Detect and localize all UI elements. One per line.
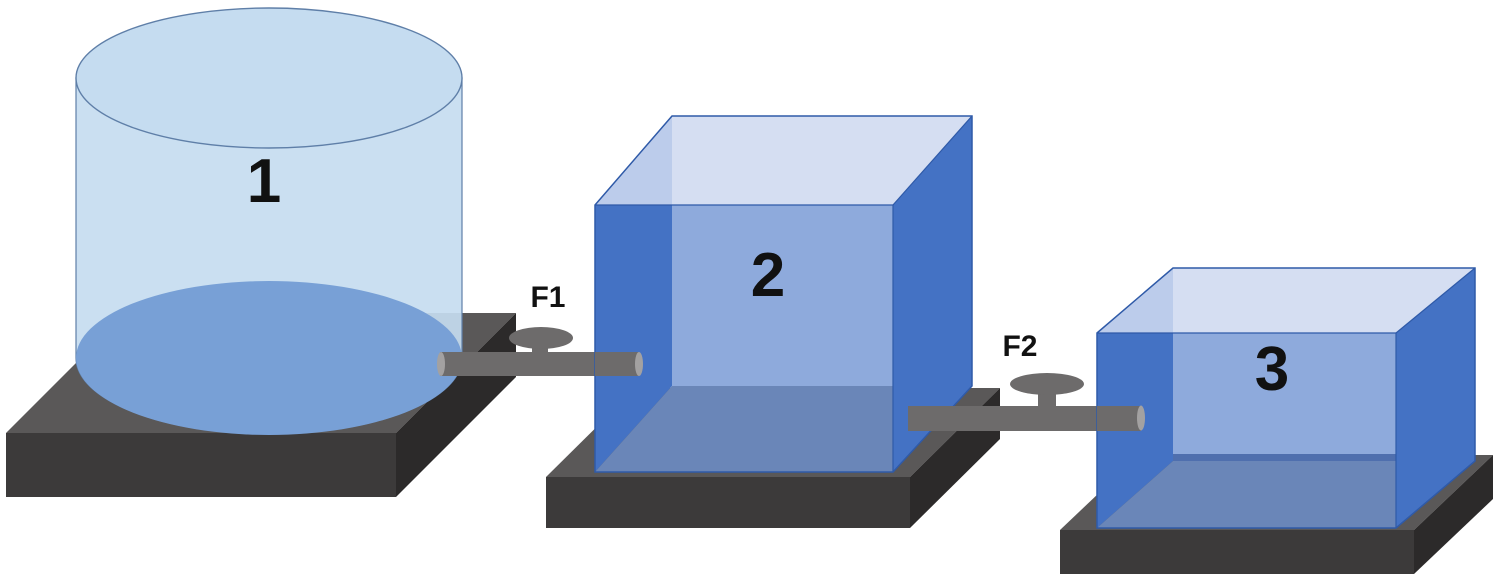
tank-3-outline <box>1096 267 1476 529</box>
tank-2-top <box>595 116 972 205</box>
pipe-f1-outlet <box>595 352 643 376</box>
pipe-f1-inner-segment <box>595 352 639 376</box>
tank-3-label: 3 <box>1255 335 1289 404</box>
pipe-f2-inner-segment <box>1097 406 1141 431</box>
tank-3-right-wall <box>1396 268 1475 528</box>
base-2-front <box>546 477 910 528</box>
tank-3-top <box>1097 268 1475 333</box>
tank-3-floor <box>1097 461 1475 528</box>
valve-f2-handle[interactable] <box>1010 373 1084 395</box>
tank-2-top-edge <box>892 115 973 206</box>
base-1-front <box>6 433 396 497</box>
tank-2-label: 2 <box>751 241 785 310</box>
valve-f1-label: F1 <box>530 281 565 314</box>
valve-f2-label: F2 <box>1002 330 1037 363</box>
pipe-f2-outlet-end <box>1137 405 1145 431</box>
base-3-side <box>1414 455 1493 574</box>
pipe-f1-inlet-end <box>437 352 445 376</box>
tank-1-water-surface <box>76 281 462 435</box>
tank-1-cylinder: 1 <box>75 7 463 435</box>
tank-2-outline <box>594 115 973 473</box>
pipe-f1-outlet-end <box>635 352 643 376</box>
tank-2-right-wall <box>893 116 972 472</box>
tank-1-top-rim <box>75 7 463 149</box>
valve-f1-handle[interactable] <box>509 327 573 349</box>
tank-1-label: 1 <box>247 147 281 216</box>
tank-3-cube: 3 <box>1096 267 1476 529</box>
tank-2-cube: 2 <box>594 115 973 473</box>
tank-2-floor <box>595 386 972 472</box>
pipe-f2-outlet <box>1097 405 1145 431</box>
tank-3-top-edge <box>1395 267 1476 334</box>
base-3-front <box>1060 530 1414 574</box>
